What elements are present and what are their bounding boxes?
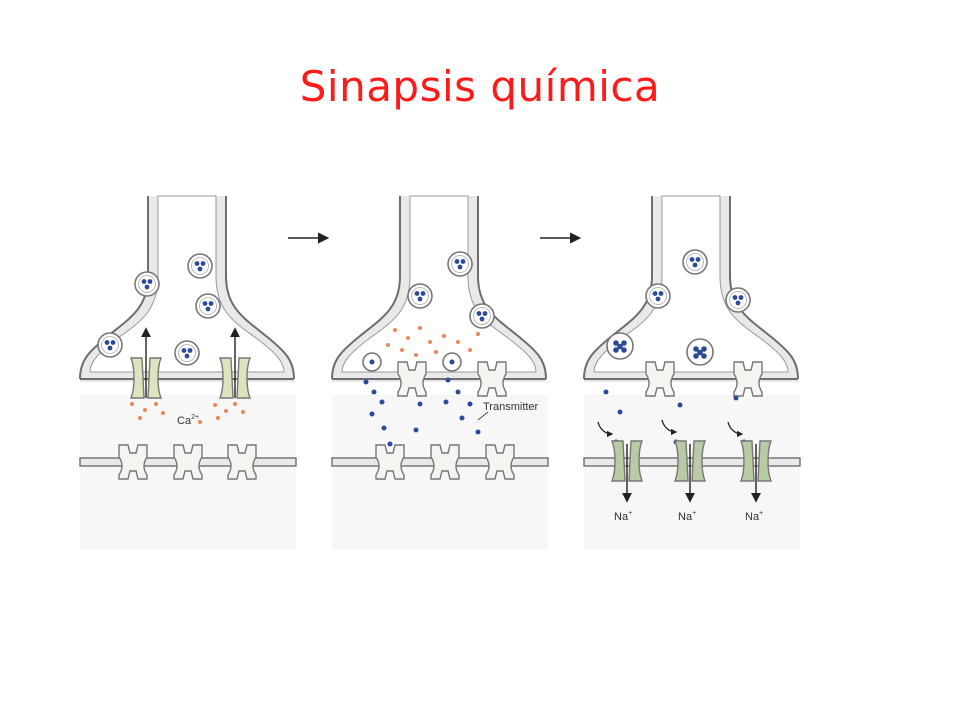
postsynaptic-membrane xyxy=(583,457,801,467)
calcium-label: Ca2+ xyxy=(177,414,199,427)
synaptic-vesicle-icon xyxy=(174,340,200,366)
synaptic-vesicle-icon xyxy=(447,251,473,277)
sodium-label: Na+ xyxy=(678,510,696,523)
leader-line xyxy=(477,411,489,421)
slide-title: Sinapsis química xyxy=(299,62,661,111)
synaptic-vesicle-icon xyxy=(187,253,213,279)
presynaptic-terminal xyxy=(331,195,547,382)
synaptic-vesicle-icon xyxy=(686,338,714,366)
synaptic-vesicle-icon xyxy=(606,332,634,360)
synaptic-vesicle-icon xyxy=(97,332,123,358)
panel-3-binding: Na+ Na+ Na+ xyxy=(583,195,801,550)
curved-arrow-icon xyxy=(597,421,614,438)
synaptic-vesicle-icon xyxy=(682,249,708,275)
panel-1-resting: Ca2+ xyxy=(79,195,297,550)
synaptic-vesicle-icon xyxy=(407,283,433,309)
synaptic-cleft-background xyxy=(80,395,296,550)
synaptic-vesicle-icon xyxy=(134,271,160,297)
synaptic-vesicle-icon xyxy=(195,293,221,319)
calcium-ions xyxy=(386,326,480,357)
sodium-label: Na+ xyxy=(614,510,632,523)
curved-arrow-icon xyxy=(727,421,744,438)
sodium-label: Na+ xyxy=(745,510,763,523)
synaptic-vesicle-icon xyxy=(725,287,751,313)
transmitter-molecules xyxy=(363,377,481,447)
synaptic-vesicle-icon xyxy=(645,283,671,309)
synaptic-vesicle-icon xyxy=(469,303,495,329)
panel-2-release: Transmitter xyxy=(331,195,549,550)
calcium-ions xyxy=(130,402,245,424)
curved-arrow-icon xyxy=(661,419,678,436)
transmitter-label: Transmitter xyxy=(483,401,539,413)
